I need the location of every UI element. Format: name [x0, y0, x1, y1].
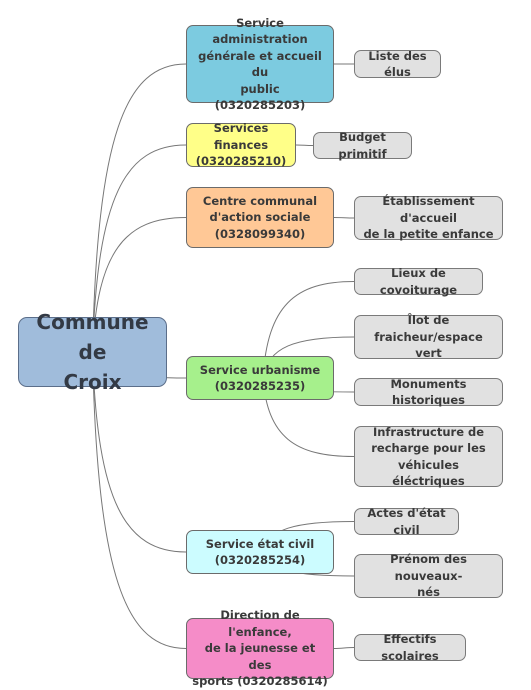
root-node-commune-de-croix[interactable]: Commune de Croix	[18, 310, 167, 394]
leaf-label: Établissement d'accueil de la petite enf…	[363, 194, 494, 242]
leaf-label: Prénom des nouveaux- nés	[390, 552, 467, 600]
edge-service-3-to-leaf-0	[262, 281, 355, 379]
root-label: Commune de Croix	[36, 310, 149, 394]
leaf-liste-des-elus[interactable]: Liste des élus	[354, 48, 441, 80]
leaf-actes-etat-civil[interactable]: Actes d'état civil	[354, 506, 459, 537]
leaf-effectifs-scolaires[interactable]: Effectifs scolaires	[354, 632, 466, 663]
service-administration-label: Service administration générale et accue…	[198, 15, 322, 113]
edge-service-1-to-leaf-0	[295, 144, 314, 146]
service-urbanisme-label: Service urbanisme (0320285235)	[199, 362, 321, 394]
leaf-infrastructure-recharge[interactable]: Infrastructure de recharge pour les véhi…	[354, 424, 503, 489]
leaf-label: Lieux de covoiturage	[379, 266, 458, 297]
edge-service-5-to-leaf-0	[333, 647, 355, 649]
direction-enfance-label: Direction de l'enfance, de la jeunesse e…	[192, 608, 328, 689]
leaf-ilot-de-fraicheur[interactable]: Îlot de fraicheur/espace vert	[354, 313, 503, 361]
leaf-label: Monuments historiques	[390, 376, 467, 408]
service-urbanisme-node[interactable]: Service urbanisme (0320285235)	[186, 356, 334, 400]
leaf-monuments-historiques[interactable]: Monuments historiques	[354, 376, 503, 408]
leaf-label: Liste des élus	[368, 48, 427, 80]
edge-root-to-service-0	[92, 63, 187, 353]
leaf-label: Îlot de fraicheur/espace vert	[374, 313, 483, 361]
edge-service-2-to-leaf-0	[333, 217, 355, 219]
centre-communal-action-sociale-node[interactable]: Centre communal d'action sociale (032809…	[186, 187, 334, 248]
leaf-etablissement-accueil-petite-enfance[interactable]: Établissement d'accueil de la petite enf…	[354, 194, 503, 242]
edge-root-to-service-5	[92, 351, 187, 649]
service-administration-node[interactable]: Service administration générale et accue…	[186, 16, 334, 112]
leaf-label: Infrastructure de recharge pour les véhi…	[371, 424, 486, 489]
leaf-label: Budget primitif	[338, 130, 387, 161]
leaf-lieux-de-covoiturage[interactable]: Lieux de covoiturage	[354, 266, 483, 297]
leaf-label: Actes d'état civil	[367, 506, 446, 537]
leaf-label: Effectifs scolaires	[381, 632, 439, 663]
leaf-budget-primitif[interactable]: Budget primitif	[313, 130, 412, 161]
service-finances-node[interactable]: Services finances (0320285210)	[186, 121, 296, 169]
leaf-prenom-nouveaux-nes[interactable]: Prénom des nouveaux- nés	[354, 552, 503, 600]
service-etat-civil-label: Service état civil (0320285254)	[205, 536, 315, 568]
centre-communal-label: Centre communal d'action sociale (032809…	[202, 193, 318, 241]
edge-root-to-service-4	[92, 351, 187, 553]
service-etat-civil-node[interactable]: Service état civil (0320285254)	[186, 530, 334, 574]
service-finances-label: Services finances (0320285210)	[195, 121, 287, 169]
edge-root-to-service-1	[92, 144, 187, 353]
direction-enfance-jeunesse-sports-node[interactable]: Direction de l'enfance, de la jeunesse e…	[186, 608, 334, 688]
